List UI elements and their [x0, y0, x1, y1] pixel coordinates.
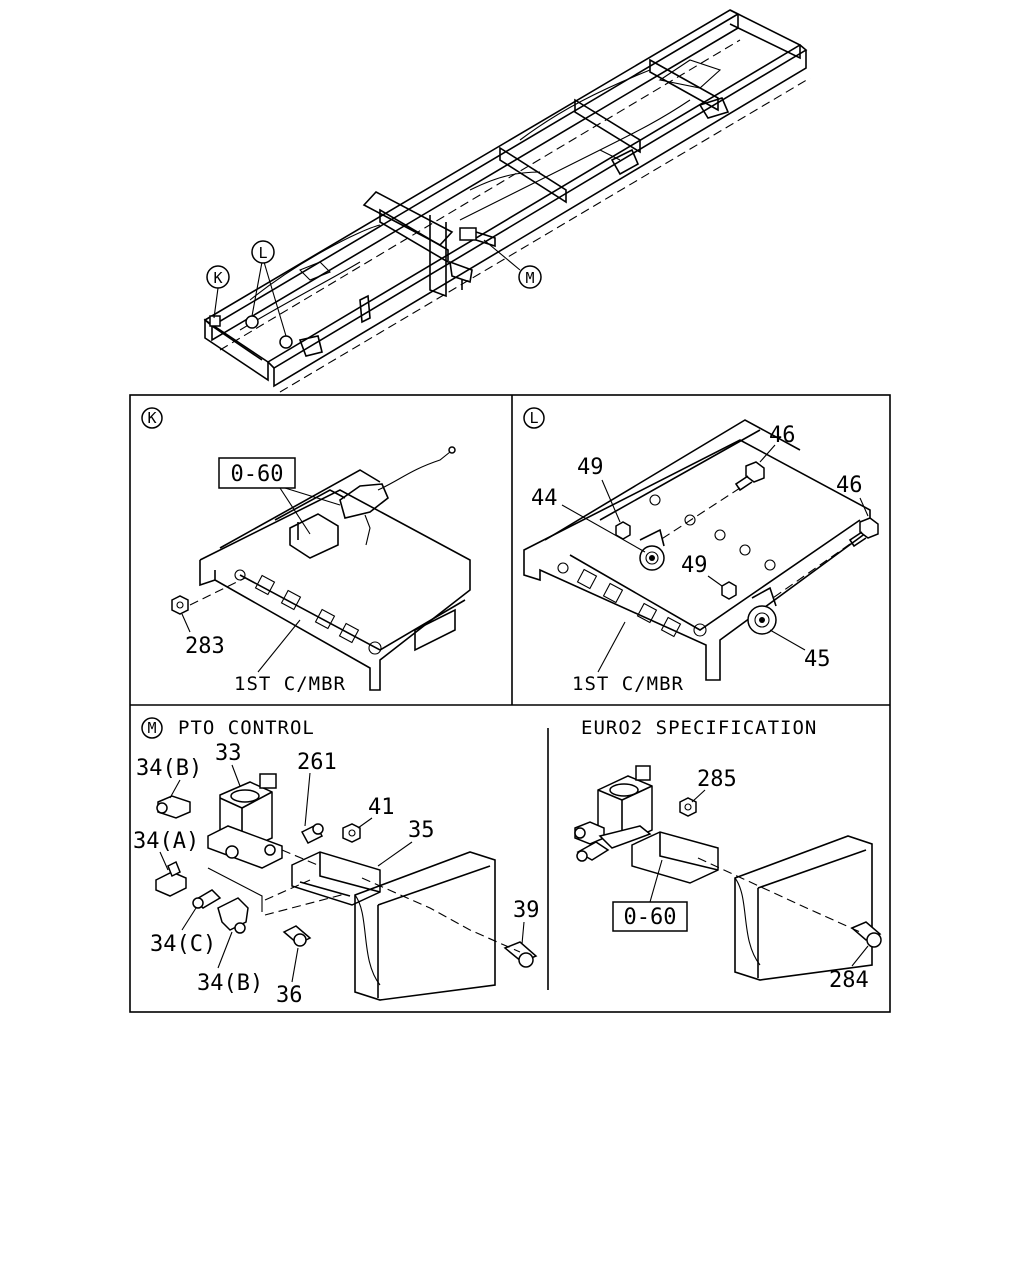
panel-m-letter: M	[141, 717, 163, 739]
svg-text:M: M	[147, 719, 156, 737]
panel-euro2-title: EURO2 SPECIFICATION	[581, 717, 817, 739]
panel-k: K 0-60 283 1ST C/MB	[141, 407, 471, 695]
svg-text:0-60: 0-60	[231, 462, 284, 487]
label-41: 41	[368, 795, 395, 820]
svg-text:L: L	[258, 244, 267, 262]
label-35: 35	[408, 818, 435, 843]
svg-text:0-60: 0-60	[624, 905, 677, 930]
label-49-top: 49	[577, 455, 604, 480]
label-261: 261	[297, 750, 337, 775]
label-34a: 34(A)	[133, 829, 199, 854]
label-34c: 34(C)	[150, 932, 216, 957]
panel-m: M PTO CONTROL	[133, 717, 540, 1008]
callout-k-overview: K	[206, 265, 230, 289]
label-34b-top: 34(B)	[136, 756, 202, 781]
label-34b-bottom: 34(B)	[197, 971, 263, 996]
chassis-frame-overview	[203, 9, 811, 393]
ref-box-euro2: 0-60	[612, 901, 688, 932]
label-46-top: 46	[769, 423, 796, 448]
svg-text:M: M	[525, 269, 534, 287]
label-33: 33	[215, 741, 242, 766]
svg-text:L: L	[529, 409, 538, 427]
label-285: 285	[697, 767, 737, 792]
caption-l: 1ST C/MBR	[572, 673, 684, 695]
label-36: 36	[276, 983, 303, 1008]
svg-text:K: K	[213, 269, 222, 287]
panel-euro2: EURO2 SPECIFICATION 0-60	[574, 717, 882, 993]
label-45: 45	[804, 647, 831, 672]
label-284: 284	[829, 968, 869, 993]
panel-l-letter: L	[523, 407, 545, 429]
label-44: 44	[531, 486, 558, 511]
detail-panels-frame	[129, 394, 891, 1013]
panel-k-letter: K	[141, 407, 163, 429]
panel-m-title: PTO CONTROL	[178, 717, 315, 739]
callout-m-overview: M	[518, 265, 542, 289]
label-46-right: 46	[836, 473, 863, 498]
panel-l: L	[523, 407, 879, 695]
label-49-mid: 49	[681, 553, 708, 578]
label-283: 283	[185, 634, 225, 659]
ref-box-k: 0-60	[218, 457, 296, 489]
caption-k: 1ST C/MBR	[234, 673, 346, 695]
callout-l-overview: L	[251, 240, 275, 264]
svg-text:K: K	[147, 409, 156, 427]
label-39: 39	[513, 898, 540, 923]
